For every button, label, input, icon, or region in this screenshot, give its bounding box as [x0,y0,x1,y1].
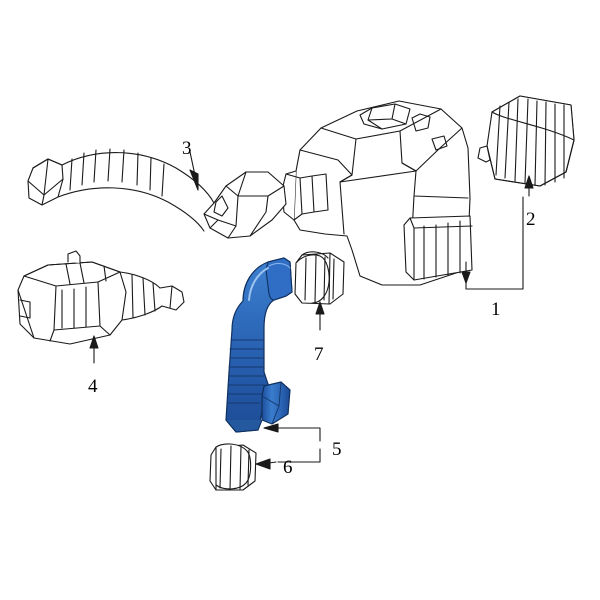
callout-label-1: 1 [491,299,501,320]
callout-label-7: 7 [314,344,324,365]
part-highlighted-intake-hose [225,257,293,433]
part-air-filter-element [477,95,575,187]
callout-leader-lines [89,151,534,470]
callout-label-2: 2 [526,209,536,230]
callout-label-4: 4 [88,376,98,397]
part-air-cleaner-housing [281,100,473,286]
part-intake-collar [294,251,345,305]
callout-label-6: 6 [283,457,293,478]
part-upper-intake-duct [27,148,287,239]
part-resonator-assembly [17,250,185,345]
callout-label-5: 5 [332,439,342,460]
callout-label-3: 3 [182,138,192,159]
part-hose-clamp-lower [209,443,257,491]
